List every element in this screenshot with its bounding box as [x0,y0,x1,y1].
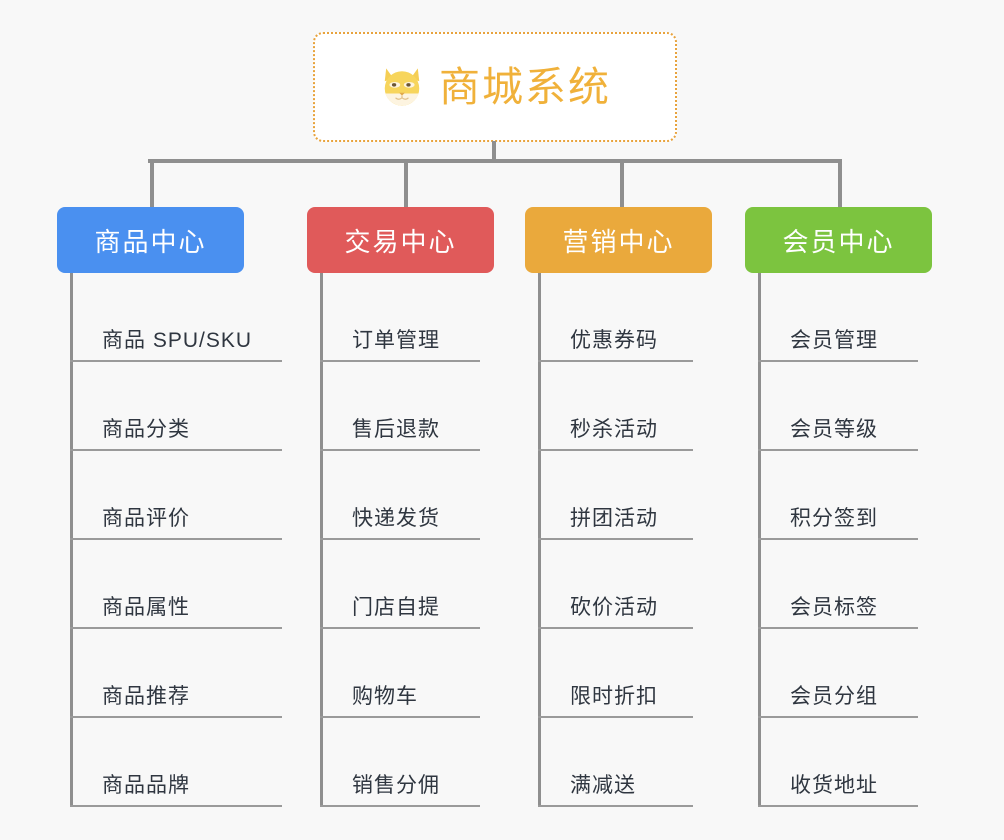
leaf-item[interactable]: 优惠券码 [525,273,712,362]
leaf-item-label: 商品推荐 [102,685,190,708]
leaf-item-label: 销售分佣 [352,774,440,797]
column-marketing-center: 营销中心优惠券码秒杀活动拼团活动砍价活动限时折扣满减送 [525,207,712,807]
leaf-item-underline [758,805,918,807]
dog-face-icon [379,64,425,110]
connector-drop-trade-center [404,159,408,209]
leaf-item[interactable]: 积分签到 [745,451,932,540]
leaf-item-underline [320,627,480,629]
leaf-item-underline [320,538,480,540]
leaf-item[interactable]: 砍价活动 [525,540,712,629]
category-box-product-center[interactable]: 商品中心 [57,207,244,273]
leaf-item-underline [320,449,480,451]
leaf-item[interactable]: 销售分佣 [307,718,494,807]
root-connector-bar [148,159,842,163]
leaf-list-trade-center: 订单管理售后退款快递发货门店自提购物车销售分佣 [307,273,494,807]
leaf-item[interactable]: 满减送 [525,718,712,807]
leaf-item-underline [538,449,693,451]
leaf-item[interactable]: 订单管理 [307,273,494,362]
leaf-item[interactable]: 商品 SPU/SKU [57,273,282,362]
trunk-line-member-center [758,273,761,807]
leaf-item-label: 商品评价 [102,507,190,530]
leaf-item-underline [538,805,693,807]
root-connector-stem [492,141,496,163]
leaf-item-label: 门店自提 [352,596,440,619]
leaf-item-underline [538,538,693,540]
trunk-line-trade-center [320,273,323,807]
leaf-item-underline [70,627,282,629]
leaf-item-label: 收货地址 [790,774,878,797]
leaf-item-label: 会员等级 [790,418,878,441]
leaf-item-underline [758,716,918,718]
leaf-item-label: 拼团活动 [570,507,658,530]
trunk-line-product-center [70,273,73,807]
leaf-item[interactable]: 门店自提 [307,540,494,629]
leaf-item-label: 订单管理 [352,329,440,352]
leaf-item-underline [758,538,918,540]
leaf-item-underline [538,627,693,629]
leaf-item[interactable]: 会员分组 [745,629,932,718]
leaf-list-marketing-center: 优惠券码秒杀活动拼团活动砍价活动限时折扣满减送 [525,273,712,807]
leaf-item-underline [70,716,282,718]
leaf-item-underline [538,360,693,362]
column-trade-center: 交易中心订单管理售后退款快递发货门店自提购物车销售分佣 [307,207,494,807]
root-node[interactable]: 商城系统 [313,32,677,142]
leaf-item[interactable]: 商品品牌 [57,718,282,807]
connector-drop-member-center [838,159,842,209]
leaf-item[interactable]: 商品分类 [57,362,282,451]
column-product-center: 商品中心商品 SPU/SKU 商品分类商品评价商品属性商品推荐商品品牌 [57,207,282,807]
leaf-item-underline [320,716,480,718]
leaf-item-label: 积分签到 [790,507,878,530]
leaf-item-underline [70,449,282,451]
leaf-item-label: 满减送 [570,774,636,797]
trunk-line-marketing-center [538,273,541,807]
leaf-item-label: 快递发货 [352,507,440,530]
leaf-item-label: 会员分组 [790,685,878,708]
leaf-item[interactable]: 会员管理 [745,273,932,362]
root-title: 商城系统 [439,63,611,110]
leaf-item-underline [70,360,282,362]
category-box-member-center[interactable]: 会员中心 [745,207,932,273]
leaf-item-underline [538,716,693,718]
leaf-item[interactable]: 快递发货 [307,451,494,540]
leaf-list-member-center: 会员管理会员等级积分签到会员标签会员分组收货地址 [745,273,932,807]
leaf-item-label: 商品 SPU/SKU [102,329,253,352]
leaf-item-label: 会员标签 [790,596,878,619]
connector-drop-product-center [150,159,154,209]
leaf-item-underline [70,538,282,540]
leaf-item[interactable]: 秒杀活动 [525,362,712,451]
leaf-list-product-center: 商品 SPU/SKU 商品分类商品评价商品属性商品推荐商品品牌 [57,273,282,807]
leaf-item[interactable]: 售后退款 [307,362,494,451]
leaf-item-label: 优惠券码 [570,329,658,352]
leaf-item[interactable]: 限时折扣 [525,629,712,718]
leaf-item-label: 限时折扣 [570,685,658,708]
leaf-item-underline [320,805,480,807]
leaf-item[interactable]: 商品推荐 [57,629,282,718]
leaf-item-underline [758,449,918,451]
leaf-item[interactable]: 拼团活动 [525,451,712,540]
leaf-item-label: 商品分类 [102,418,190,441]
leaf-item-label: 商品品牌 [102,774,190,797]
category-box-trade-center[interactable]: 交易中心 [307,207,494,273]
leaf-item-label: 商品属性 [102,596,190,619]
leaf-item[interactable]: 会员等级 [745,362,932,451]
leaf-item-label: 砍价活动 [570,596,658,619]
leaf-item[interactable]: 收货地址 [745,718,932,807]
leaf-item[interactable]: 购物车 [307,629,494,718]
leaf-item-underline [320,360,480,362]
connector-drop-marketing-center [620,159,624,209]
leaf-item-underline [758,360,918,362]
leaf-item-underline [70,805,282,807]
column-member-center: 会员中心会员管理会员等级积分签到会员标签会员分组收货地址 [745,207,932,807]
leaf-item-label: 购物车 [352,685,418,708]
leaf-item[interactable]: 会员标签 [745,540,932,629]
leaf-item-label: 秒杀活动 [570,418,658,441]
category-box-marketing-center[interactable]: 营销中心 [525,207,712,273]
leaf-item-underline [758,627,918,629]
leaf-item[interactable]: 商品属性 [57,540,282,629]
leaf-item[interactable]: 商品评价 [57,451,282,540]
leaf-item-label: 会员管理 [790,329,878,352]
leaf-item-label: 售后退款 [352,418,440,441]
